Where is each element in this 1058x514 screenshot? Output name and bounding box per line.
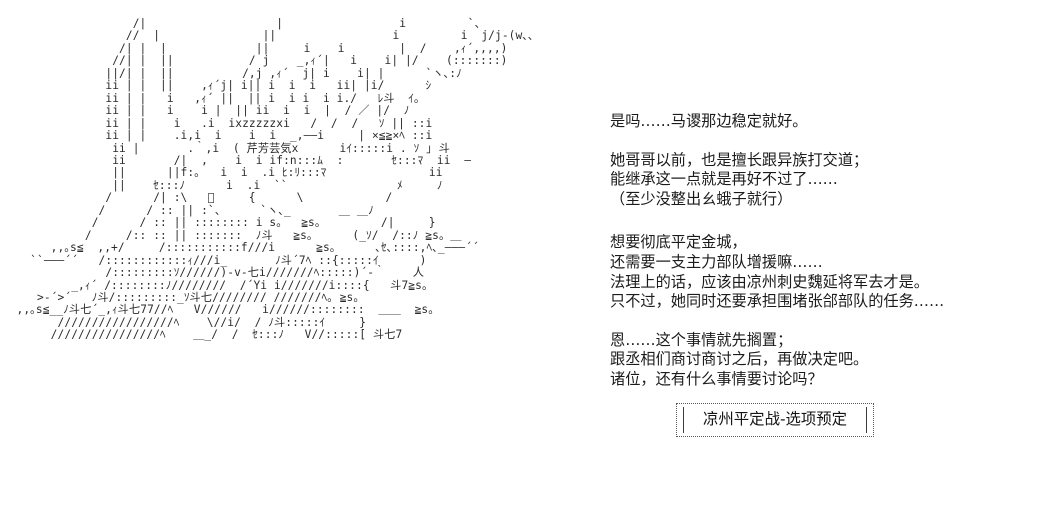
dialogue-line: （至少没整出ㄠ蛾子就行） xyxy=(610,189,793,208)
dialogue-line: 能继承这一点就是再好不过了…… xyxy=(610,170,838,189)
dialogue-block: 是吗……马谡那边稳定就好。 xyxy=(610,112,1040,132)
dialogue-block: 想要彻底平定金城， 还需要一支主力部队增援嘛…… 法理上的话，应该由凉州刺史魏延… xyxy=(610,233,1040,311)
liangzhou-campaign-option-button[interactable]: 凉州平定战-选项预定 xyxy=(676,403,875,437)
dialogue-line: 还需要一支主力部队增援嘛…… xyxy=(610,252,823,271)
character-art-panel: /| | i `、 // | || i i j/j-(w､､ /| | | ||… xyxy=(16,17,534,342)
dialogue-line: 恩……这个事情就先搁置； xyxy=(610,330,793,349)
option-button-label: 凉州平定战-选项预定 xyxy=(703,410,848,428)
dialogue-line: 只不过，她同时还要承担围堵张郃部队的任务…… xyxy=(610,292,945,311)
dialogue-line: 诸位，还有什么事情要讨论吗？ xyxy=(610,369,823,388)
dialogue-line: 想要彻底平定金城， xyxy=(610,233,747,252)
dialogue-block: 恩……这个事情就先搁置； 跟丞相们商讨商讨之后，再做决定吧。 诸位，还有什么事情… xyxy=(610,331,1040,390)
dialogue-line: 是吗……马谡那边稳定就好。 xyxy=(610,112,808,130)
dialogue-line: 跟丞相们商讨商讨之后，再做决定吧。 xyxy=(610,350,869,369)
dialogue-block: 她哥哥以前，也是擅长跟异族打交道； 能继承这一点就是再好不过了…… （至少没整出… xyxy=(610,151,1040,210)
aa-character-portrait: /| | i `、 // | || i i j/j-(w､､ /| | | ||… xyxy=(16,17,534,342)
dialogue-line: 法理上的话，应该由凉州刺史魏延将军去才是。 xyxy=(610,272,929,291)
dialogue-panel: 是吗……马谡那边稳定就好。 她哥哥以前，也是擅长跟异族打交道； 能继承这一点就是… xyxy=(610,112,1040,390)
dialogue-line: 她哥哥以前，也是擅长跟异族打交道； xyxy=(610,150,869,169)
option-button-container: 凉州平定战-选项预定 xyxy=(676,403,875,437)
